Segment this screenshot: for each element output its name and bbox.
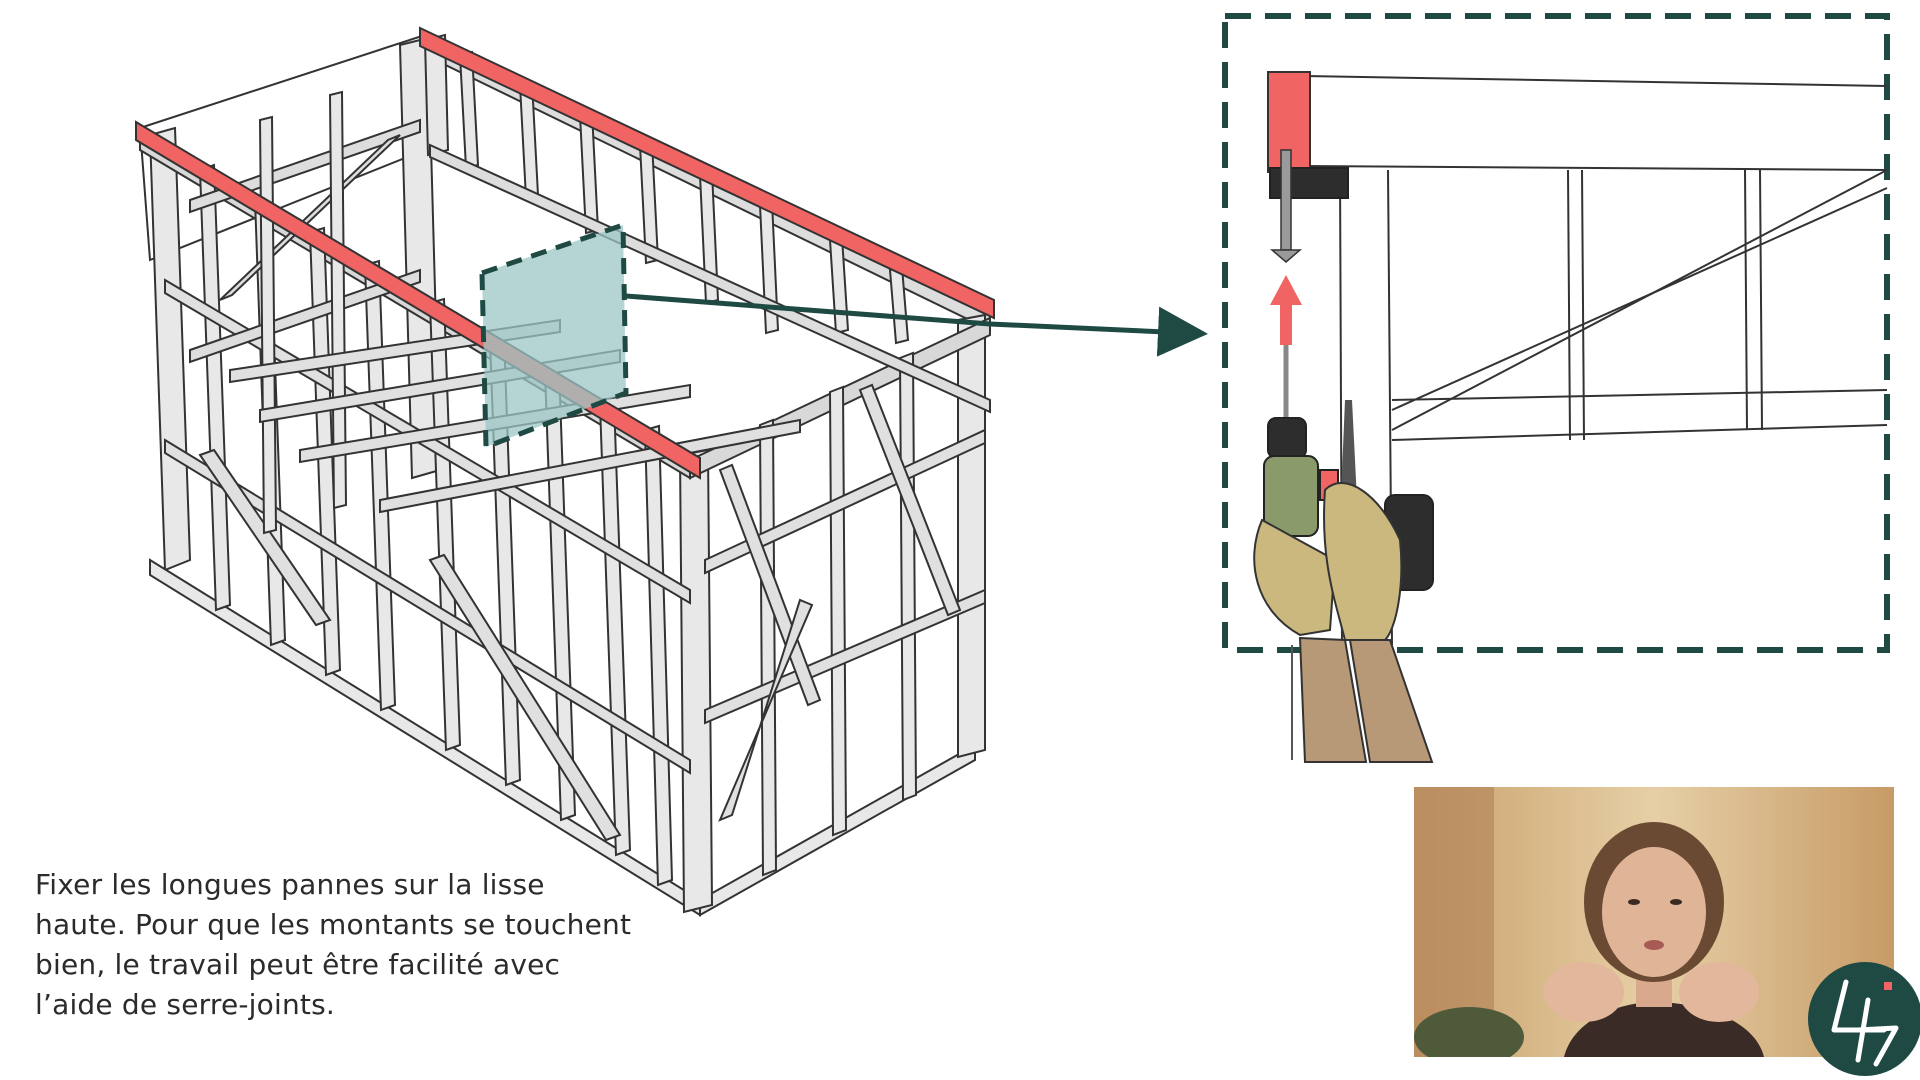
- arrow-right-icon: [625, 293, 1208, 357]
- detail-drawing: [1304, 75, 1888, 646]
- arrow-up-icon: [1270, 275, 1302, 345]
- highlight-zone: [479, 221, 629, 451]
- gloved-hands-icon: [1253, 482, 1403, 641]
- screw-icon: [1269, 149, 1303, 263]
- timber-frame-structure: [138, 33, 991, 917]
- instruction-caption: Fixer les longues pannes sur la lisse ha…: [35, 868, 632, 1021]
- logo-4-icon: [1808, 962, 1920, 1076]
- red-purlin-back: [419, 26, 995, 320]
- arms-icon: [1298, 636, 1434, 763]
- presenter-figure: [1414, 787, 1894, 1057]
